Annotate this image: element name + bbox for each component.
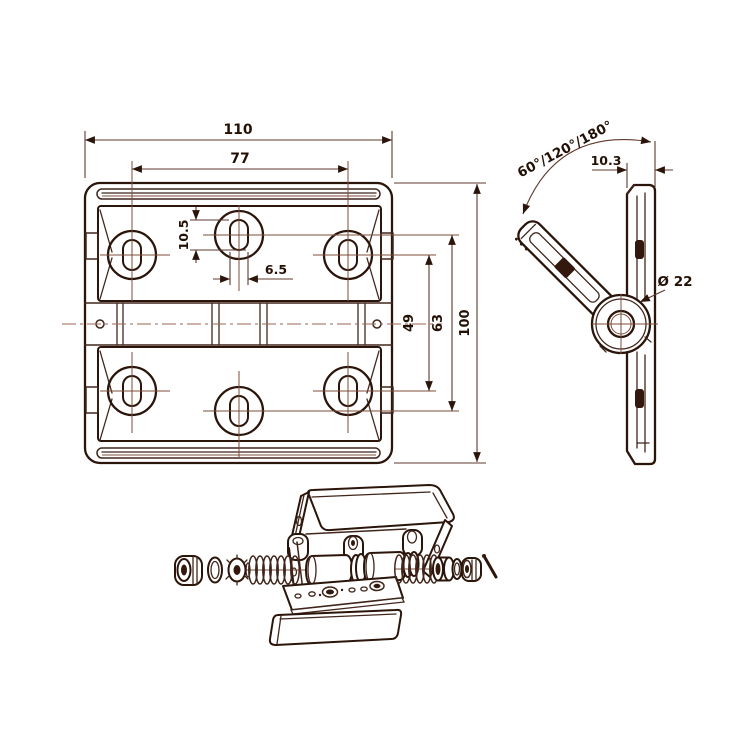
- dim-label-10-5: 10.5: [176, 220, 191, 251]
- dim-hole-spacing: 77: [132, 151, 348, 173]
- arm-slot: [554, 257, 575, 278]
- star-nut: [225, 554, 249, 586]
- dim-overall-height: 100: [394, 182, 486, 464]
- dim-center-row-spacing: 63: [431, 235, 456, 411]
- screw-bosses: [106, 209, 374, 437]
- knob-cap: [174, 555, 203, 586]
- dim-slot-length: 10.5: [176, 207, 246, 263]
- right-spring: [394, 554, 439, 584]
- leaf-slot-lower: [635, 389, 644, 408]
- right-washer: [451, 558, 463, 580]
- circlip-washer: [207, 556, 223, 584]
- exploded-top-leaf: [307, 484, 455, 532]
- hinge-pin: [482, 554, 498, 579]
- dim-leaf-thickness: 10.3: [591, 141, 673, 188]
- dim-label-49: 49: [402, 314, 417, 332]
- body-top-edge: [305, 528, 407, 535]
- dim-outer-row-spacing: 49: [402, 255, 433, 391]
- left-spring: [245, 555, 305, 585]
- dim-label-63: 63: [431, 314, 446, 332]
- body-base-plate: [282, 576, 405, 615]
- fold-position-dots: [514, 237, 528, 251]
- dim-opening-angle: 60°/120°/180°: [515, 118, 652, 215]
- exploded-view: [174, 484, 498, 646]
- dim-label-d22: Ø 22: [658, 274, 693, 290]
- side-knuckle: [590, 293, 658, 355]
- dim-label-110: 110: [223, 122, 252, 138]
- right-nut: [432, 556, 455, 582]
- dim-label-100: 100: [458, 309, 473, 336]
- dim-label-77: 77: [230, 151, 249, 167]
- centerlines: [100, 161, 459, 457]
- right-cap: [461, 557, 482, 582]
- dim-overall-width: 110: [84, 122, 393, 178]
- leaf-slot-upper: [635, 240, 644, 259]
- dim-slot-width: 6.5: [213, 252, 293, 285]
- dim-knuckle-diameter: Ø 22: [639, 274, 693, 303]
- dim-label-6-5: 6.5: [265, 262, 287, 277]
- front-view: 110 77 10.5 6.5 49: [62, 122, 486, 465]
- exploded-bottom-leaf: [268, 608, 403, 646]
- side-view: 60°/120°/180° 10.3 Ø 22: [514, 118, 693, 466]
- edge-tabs: [85, 232, 394, 414]
- dim-label-angles: 60°/120°/180°: [515, 118, 615, 182]
- dim-label-10-3: 10.3: [591, 153, 622, 168]
